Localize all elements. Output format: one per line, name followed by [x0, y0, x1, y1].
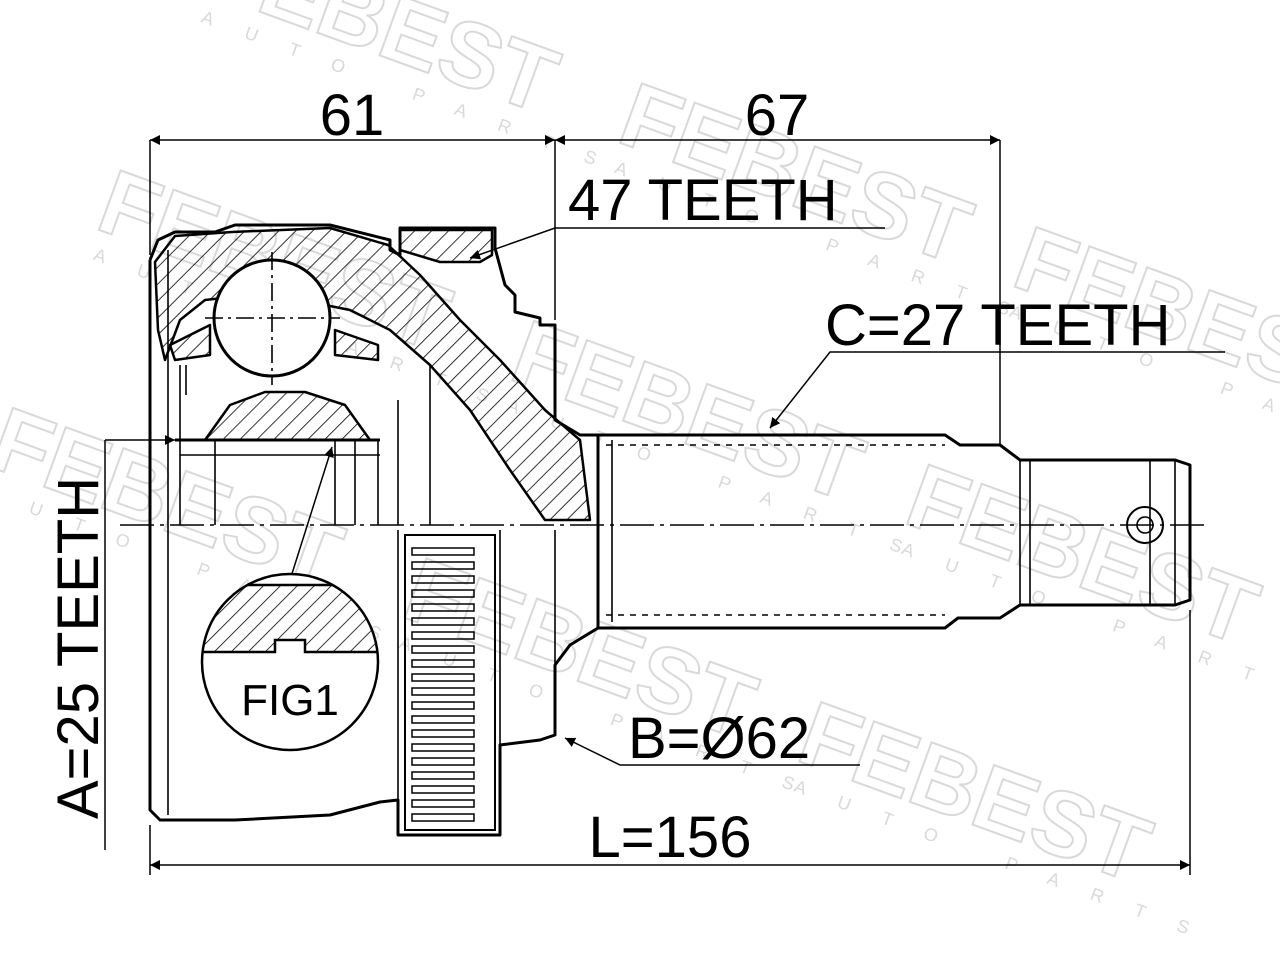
abs-ring-tooth: [411, 645, 475, 654]
abs-ring-tooth: [411, 631, 475, 640]
abs-ring-tooth: [411, 673, 475, 682]
seal-diameter-label: B=Ø62: [628, 706, 810, 771]
abs-ring: [404, 534, 496, 831]
outer-teeth-label: 47 TEETH: [568, 168, 838, 233]
abs-ring-tooth: [411, 617, 475, 626]
abs-ring-tooth: [411, 813, 475, 822]
dimension-lines: [104, 135, 1191, 875]
ball-element: [205, 252, 340, 385]
abs-ring-tooth: [411, 575, 475, 584]
dimension-67-label: 67: [745, 83, 810, 148]
abs-ring-tooth: [411, 785, 475, 794]
abs-ring-tooth: [411, 561, 475, 570]
stub-shaft: [596, 433, 1192, 630]
fig1-detail: FIG1: [200, 572, 380, 752]
abs-ring-tooth: [411, 603, 475, 612]
dimension-61-label: 61: [320, 83, 385, 148]
total-length-label: L=156: [589, 805, 752, 870]
abs-ring-tooth: [411, 771, 475, 780]
inner-teeth-label: A=25 TEETH: [46, 477, 111, 819]
leader-lines: [289, 227, 1225, 766]
abs-ring-tooth: [411, 589, 475, 598]
abs-ring-tooth: [411, 715, 475, 724]
abs-ring-tooth: [411, 547, 475, 556]
abs-ring-tooth: [411, 757, 475, 766]
abs-ring-tooth: [411, 687, 475, 696]
abs-ring-tooth: [411, 729, 475, 738]
shaft-teeth-label: C=27 TEETH: [825, 293, 1170, 358]
fig1-label: FIG1: [241, 676, 339, 725]
abs-ring-tooth: [411, 743, 475, 752]
abs-ring-tooth: [411, 659, 475, 668]
inner-race: [175, 365, 431, 525]
abs-ring-tooth: [411, 701, 475, 710]
abs-ring-tooth: [411, 799, 475, 808]
